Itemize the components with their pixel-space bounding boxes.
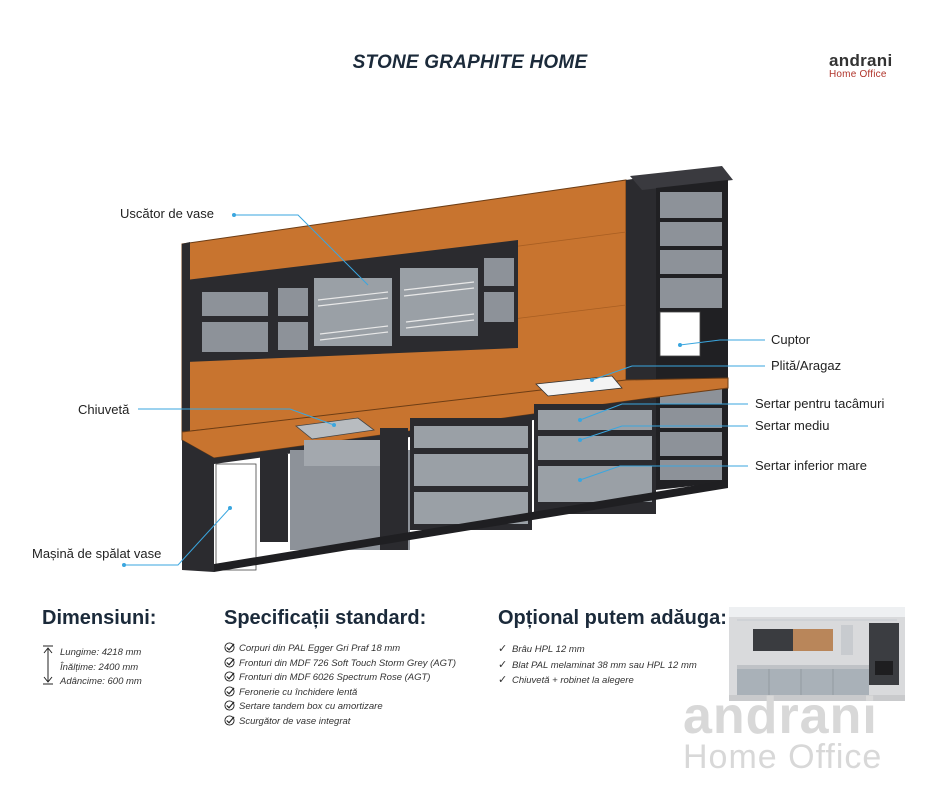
check-circle-icon [224, 671, 235, 682]
check-circle-icon [224, 700, 235, 711]
label-sertar-tacamuri: Sertar pentru tacâmuri [755, 396, 884, 411]
label-masina: Mașină de spălat vase [32, 546, 161, 561]
brand-logo: andrani Home Office [829, 52, 893, 80]
watermark-sub: Home Office [683, 738, 883, 776]
label-uscator: Uscător de vase [120, 206, 214, 221]
page-title: STONE GRAPHITE HOME [352, 52, 588, 73]
optional-text: Brâu HPL 12 mm [512, 644, 585, 655]
spec-text: Scurgător de vase integrat [239, 715, 351, 727]
optional-item: ✓ Brâu HPL 12 mm [498, 642, 727, 658]
dimension-item: Înălțime: 2400 mm [60, 661, 139, 673]
spec-item: Fronturi din MDF 726 Soft Touch Storm Gr… [224, 656, 456, 672]
check-circle-icon [224, 714, 235, 726]
optional-text: Chiuvetă + robinet la alegere [512, 675, 634, 686]
dimension-item: Lungime: 4218 mm [60, 647, 142, 658]
upper-cabinets [186, 240, 518, 362]
optional-text: Blat PAL melaminat 38 mm sau HPL 12 mm [512, 659, 697, 671]
dimensions-section: Dimensiuni: Lungime: 4218 mm Înălțime: 2… [42, 607, 156, 690]
checkmark-icon: ✓ [498, 643, 508, 655]
label-plita: Plită/Aragaz [771, 358, 841, 373]
optional-section: Opțional putem adăuga: ✓ Brâu HPL 12 mm ✓… [498, 607, 727, 689]
specs-section: Specificații standard: Corpuri din PAL E… [224, 607, 456, 729]
spec-text: Fronturi din MDF 726 Soft Touch Storm Gr… [239, 657, 456, 669]
label-cuptor: Cuptor [771, 332, 811, 347]
height-arrow-icon [43, 645, 53, 685]
dimensions-heading: Dimensiuni: [42, 607, 157, 629]
lower-cabinets [182, 404, 728, 572]
check-circle-icon [224, 656, 235, 668]
watermark-name: andrani [683, 687, 878, 745]
brand-subtitle: Home Office [829, 69, 887, 80]
spec-text: Sertare tandem box cu amortizare [239, 701, 383, 712]
spec-item: Feronerie cu închidere lentă [224, 685, 456, 701]
kitchen-render-photo [729, 607, 905, 701]
spec-text: Fronturi din MDF 6026 Spectrum Rose (AGT… [239, 672, 431, 683]
spec-item: Scurgător de vase integrat [224, 714, 456, 730]
dimension-item: Adâncime: 600 mm [60, 676, 142, 687]
checkmark-icon: ✓ [498, 674, 508, 686]
hob [535, 375, 623, 397]
specs-heading: Specificații standard: [224, 607, 427, 629]
label-sertar-mediu: Sertar mediu [755, 418, 829, 433]
kitchen-diagram: Uscător de vase Cuptor Plită/Aragaz Chiu… [32, 166, 884, 572]
label-chiuveta: Chiuvetă [78, 402, 130, 417]
watermark-logo: andrani Home Office [683, 690, 882, 774]
leader-lines [122, 213, 765, 567]
spec-text: Feronerie cu închidere lentă [239, 686, 358, 698]
optional-item: ✓ Chiuvetă + robinet la alegere [498, 673, 727, 689]
check-circle-icon [224, 685, 235, 697]
spec-item: Corpuri din PAL Egger Gri Praf 18 mm [224, 642, 456, 657]
optional-heading: Opțional putem adăuga: [498, 607, 727, 629]
check-circle-icon [224, 642, 235, 653]
optional-item: ✓ Blat PAL melaminat 38 mm sau HPL 12 mm [498, 658, 727, 674]
label-sertar-inferior: Sertar inferior mare [755, 458, 867, 473]
spec-item: Fronturi din MDF 6026 Spectrum Rose (AGT… [224, 671, 456, 686]
spec-item: Sertare tandem box cu amortizare [224, 700, 456, 715]
spec-text: Corpuri din PAL Egger Gri Praf 18 mm [239, 643, 401, 654]
sink [295, 417, 376, 440]
checkmark-icon: ✓ [498, 658, 508, 671]
brand-name: andrani [829, 51, 893, 70]
